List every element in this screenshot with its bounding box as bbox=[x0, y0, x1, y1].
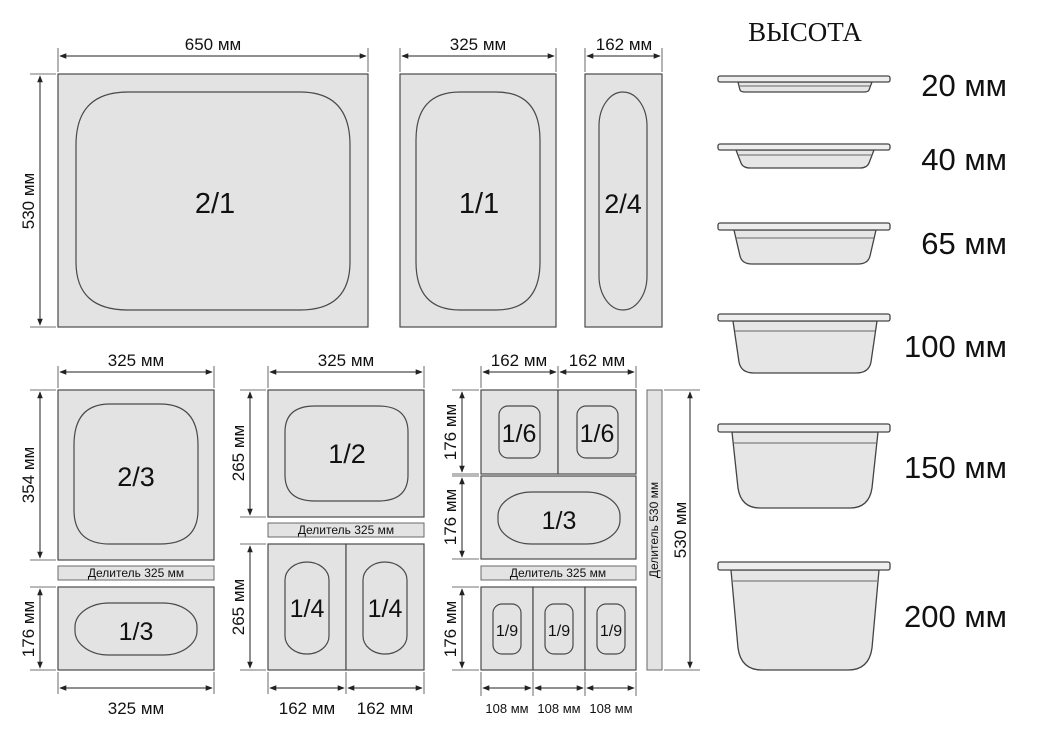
pan-1-6-left-well bbox=[498, 405, 541, 459]
col2-height-1-4-label: 265 мм bbox=[229, 579, 248, 635]
column-1-2-1-4: 325 мм 265 мм 1/2 Делитель 325 мм 265 мм… bbox=[229, 351, 425, 718]
pan-1-4-left-well bbox=[284, 561, 330, 655]
pan-1-2-well bbox=[284, 405, 409, 502]
pan-1-9-a-label: 1/9 bbox=[496, 623, 518, 640]
pan-2-4-well bbox=[598, 91, 648, 311]
col2-bottom-width-right-label: 162 мм bbox=[357, 699, 413, 718]
height-20-label: 20 мм bbox=[921, 68, 1007, 103]
col1-height-1-3-label: 176 мм bbox=[19, 601, 38, 657]
pan-1-3-col3-well bbox=[497, 491, 621, 545]
divider-bar bbox=[57, 565, 215, 581]
pan-2-1-height-label: 530 мм bbox=[19, 173, 38, 229]
col1-height-2-3-label: 354 мм bbox=[19, 447, 38, 503]
col2-bottom-width-left-label: 162 мм bbox=[279, 699, 335, 718]
height-65-label: 65 мм bbox=[921, 226, 1007, 261]
pan-2-1-group: 650 мм 530 мм 2/1 bbox=[19, 35, 369, 328]
col1-top-width-label: 325 мм bbox=[108, 351, 164, 370]
pan-1-9-c-well bbox=[596, 603, 626, 655]
heights-title: ВЫСОТА bbox=[748, 17, 862, 47]
col3-bottom-width-b-label: 108 мм bbox=[537, 701, 580, 716]
pan-1-3-label: 1/3 bbox=[119, 618, 154, 646]
pan-1-9-b-label: 1/9 bbox=[548, 623, 570, 640]
pan-1-3-col3-label: 1/3 bbox=[542, 507, 577, 535]
pan-1-1-label: 1/1 bbox=[459, 188, 499, 220]
pan-1-6-right-well bbox=[576, 405, 619, 459]
pan-1-1-width-label: 325 мм bbox=[450, 35, 506, 54]
pan-profile-200 bbox=[717, 561, 891, 671]
col3-bottom-width-a-label: 108 мм bbox=[485, 701, 528, 716]
pan-1-4-left-label: 1/4 bbox=[290, 595, 325, 623]
pan-1-9-b-well bbox=[544, 603, 574, 655]
pan-2-4-label: 2/4 bbox=[604, 189, 642, 219]
pan-1-1-well bbox=[415, 91, 541, 311]
height-100-label: 100 мм bbox=[904, 329, 1007, 364]
col3-top-width-right-label: 162 мм bbox=[569, 351, 625, 370]
pan-1-4-right-well bbox=[362, 561, 408, 655]
col2-top-width-label: 325 мм bbox=[318, 351, 374, 370]
col3-top-width-left-label: 162 мм bbox=[491, 351, 547, 370]
pan-profile-100 bbox=[717, 313, 891, 374]
col3-divider-label: Делитель 325 мм bbox=[510, 566, 606, 580]
pan-profile-65 bbox=[717, 222, 891, 265]
vertical-divider-bar bbox=[646, 389, 663, 671]
pan-2-3-well bbox=[73, 403, 199, 545]
pan-2-1-label: 2/1 bbox=[195, 188, 235, 220]
height-200-label: 200 мм bbox=[904, 599, 1007, 634]
pan-1-2-label: 1/2 bbox=[328, 439, 366, 469]
height-40-label: 40 мм bbox=[921, 142, 1007, 177]
pan-1-3-well bbox=[74, 602, 198, 656]
col3-vertical-divider-label: Делитель 530 мм bbox=[647, 482, 661, 578]
pan-2-4-width-label: 162 мм bbox=[596, 35, 652, 54]
col1-divider-label: Делитель 325 мм bbox=[88, 566, 184, 580]
col3-bottom-width-c-label: 108 мм bbox=[589, 701, 632, 716]
pan-2-3-label: 2/3 bbox=[117, 462, 155, 492]
height-150-label: 150 мм bbox=[904, 450, 1007, 485]
col2-divider-label: Делитель 325 мм bbox=[298, 523, 394, 537]
col1-bottom-width-label: 325 мм bbox=[108, 699, 164, 718]
divider-bar bbox=[480, 565, 637, 581]
pan-profile-40 bbox=[717, 143, 891, 169]
col3-height-1-6-label: 176 мм bbox=[441, 404, 460, 460]
heights-section: ВЫСОТА 20 мм 40 мм 65 мм 100 мм bbox=[717, 17, 1007, 671]
pan-1-1-group: 325 мм 1/1 bbox=[399, 35, 557, 328]
pan-2-1-well bbox=[75, 91, 351, 311]
column-1-6-1-3-1-9: 162 мм 162 мм 176 мм 1/6 1/6 176 мм 1/3 … bbox=[441, 351, 700, 716]
pan-2-1-width-label: 650 мм bbox=[185, 35, 241, 54]
pan-profile-20 bbox=[717, 75, 891, 93]
col3-height-1-9-label: 176 мм bbox=[441, 601, 460, 657]
col3-height-1-3-label: 176 мм bbox=[441, 489, 460, 545]
pan-1-4-right-label: 1/4 bbox=[368, 595, 403, 623]
pan-profile-150 bbox=[717, 423, 891, 509]
pan-1-6-right-label: 1/6 bbox=[580, 420, 615, 448]
pan-1-9-c-label: 1/9 bbox=[600, 623, 622, 640]
column-2-3-1-3: 325 мм 354 мм 2/3 Делитель 325 мм 176 мм… bbox=[19, 351, 215, 718]
pan-1-6-left-label: 1/6 bbox=[502, 420, 537, 448]
col3-total-height-label: 530 мм bbox=[671, 502, 690, 558]
pan-2-4-group: 162 мм 2/4 bbox=[584, 35, 663, 328]
col2-height-1-2-label: 265 мм bbox=[229, 425, 248, 481]
divider-bar bbox=[267, 522, 425, 538]
pan-1-9-a-well bbox=[492, 603, 522, 655]
